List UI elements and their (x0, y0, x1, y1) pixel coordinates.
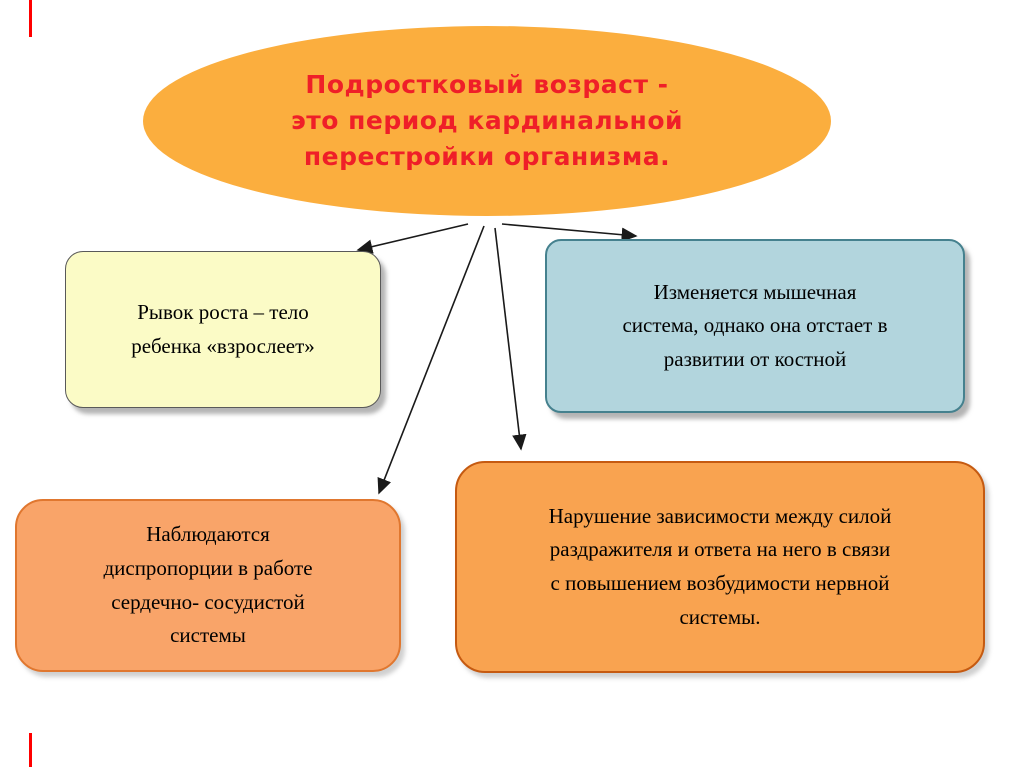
box-nervous-system-text: Нарушение зависимости между силой раздра… (548, 503, 892, 629)
box-cardiovascular-system: Наблюдаются диспропорции в работе сердеч… (15, 499, 401, 672)
box-growth-spurt: Рывок роста – тело ребенка «взрослеет» (65, 251, 381, 408)
arrow-to-nervous-box (494, 227, 527, 451)
left-accent-line-top (29, 0, 32, 37)
left-accent-line-bottom (29, 733, 32, 767)
box-nervous-system: Нарушение зависимости между силой раздра… (455, 461, 985, 673)
box-growth-spurt-text: Рывок роста – тело ребенка «взрослеет» (131, 299, 315, 358)
box-cardiovascular-system-text: Наблюдаются диспропорции в работе сердеч… (103, 522, 313, 648)
box-muscular-system-text: Изменяется мышечная система, однако она … (622, 279, 888, 371)
arrow-to-muscle-box (501, 223, 638, 242)
title-bubble: Подростковый возраст - это период кардин… (143, 26, 831, 216)
title-text: Подростковый возраст - это период кардин… (290, 69, 684, 172)
arrow-to-growth-box (356, 223, 469, 254)
arrow-to-cardio-box (377, 225, 485, 495)
box-muscular-system: Изменяется мышечная система, однако она … (545, 239, 965, 413)
